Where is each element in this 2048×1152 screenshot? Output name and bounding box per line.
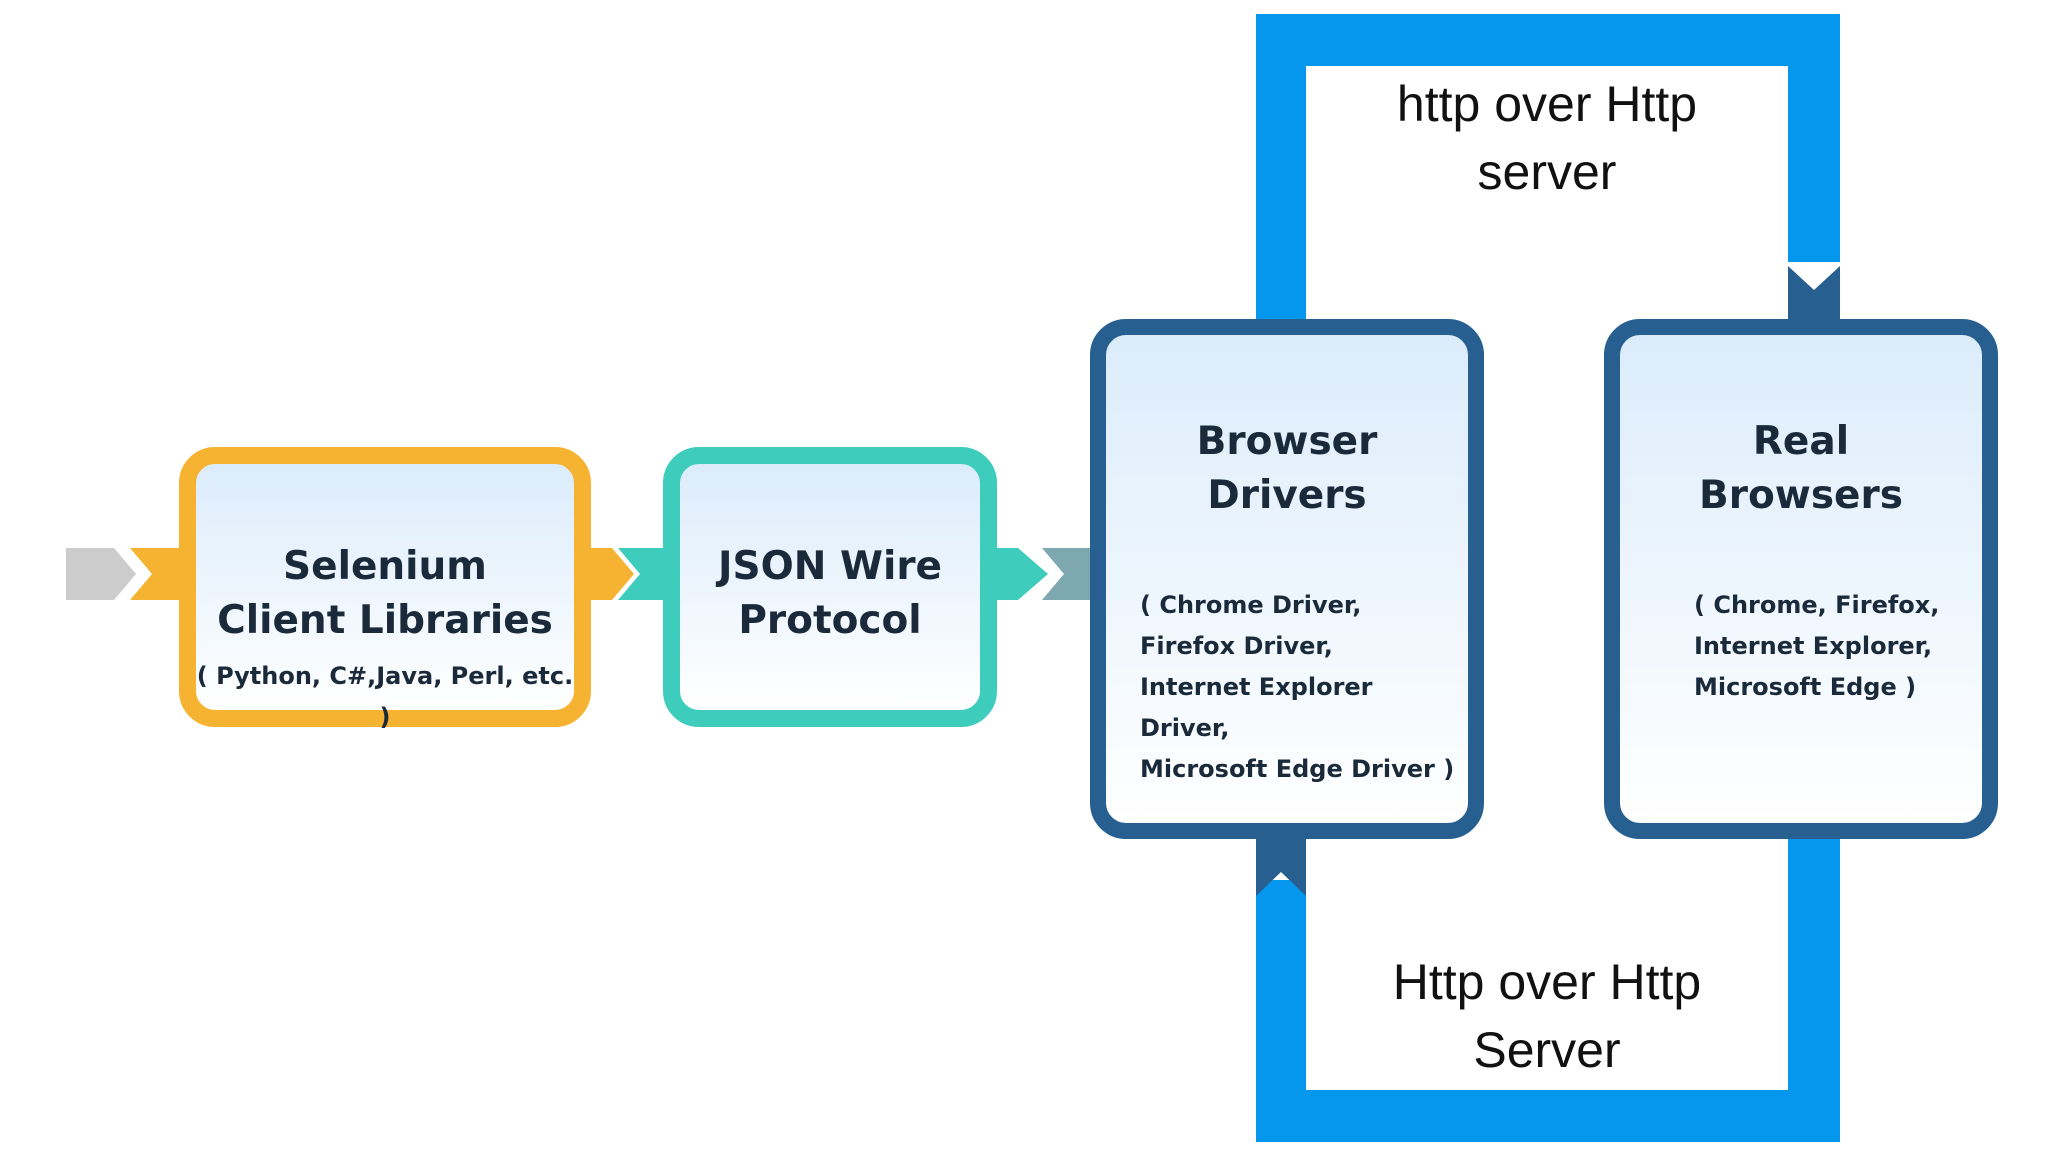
json-title-line-1: JSON Wire [717,544,943,589]
bottom-loop-bottom-bar [1256,1090,1840,1142]
browsers-title-line-1: Real [1752,419,1850,464]
bottom-loop-right-bar [1788,838,1840,1142]
browsers-list-line-1: ( Chrome, Firefox, [1694,591,1940,619]
bottom-loop-arrow-up-icon [1256,836,1306,896]
top-loop-top-bar [1256,14,1840,66]
browser-drivers-box: Browser Drivers ( Chrome Driver, Firefox… [1090,319,1484,839]
json-title: JSON Wire Protocol [680,540,980,648]
lead-in-arrow-icon [66,548,136,600]
json-title-line-2: Protocol [738,598,922,643]
drivers-list-line-1: ( Chrome Driver, [1140,591,1362,619]
json-wire-protocol-box: JSON Wire Protocol [663,447,997,727]
bottom-loop-label: Http over Http Server [1306,948,1788,1084]
bottom-loop-label-line-2: Server [1473,1022,1621,1078]
browsers-title: Real Browsers [1620,415,1982,523]
selenium-title-line-2: Client Libraries [217,598,553,643]
top-loop-label: http over Http server [1306,70,1788,206]
real-browsers-box: Real Browsers ( Chrome, Firefox, Interne… [1604,319,1998,839]
bottom-loop-label-line-1: Http over Http [1392,954,1702,1010]
arrow-selenium-to-json-icon [586,548,666,600]
arrow-into-selenium-icon [130,548,186,600]
drivers-title: Browser Drivers [1106,415,1468,523]
browsers-list: ( Chrome, Firefox, Internet Explorer, Mi… [1694,585,1939,708]
selenium-client-libraries-box: Selenium Client Libraries ( Python, C#,J… [179,447,591,731]
drivers-title-line-1: Browser [1196,419,1378,464]
drivers-list-line-3: Internet Explorer Driver, [1140,673,1373,742]
top-loop-label-line-2: server [1477,144,1617,200]
selenium-title: Selenium Client Libraries [196,540,574,648]
browsers-title-line-2: Browsers [1699,473,1903,518]
drivers-list-line-2: Firefox Driver, [1140,632,1333,660]
arrow-json-to-drivers-icon [992,548,1092,600]
drivers-title-line-2: Drivers [1207,473,1367,518]
browsers-list-line-3: Microsoft Edge ) [1694,673,1917,701]
top-loop-arrow-down-icon [1788,266,1840,322]
drivers-list-line-4: Microsoft Edge Driver ) [1140,755,1455,783]
selenium-subtitle: ( Python, C#,Java, Perl, etc. ) [196,656,574,738]
browsers-list-line-2: Internet Explorer, [1694,632,1933,660]
selenium-title-line-1: Selenium [283,544,487,589]
top-loop-right-bar [1788,14,1840,262]
drivers-list: ( Chrome Driver, Firefox Driver, Interne… [1140,585,1468,790]
selenium-subtitle-line-1: ( Python, C#,Java, Perl, etc. ) [196,662,574,731]
top-loop-label-line-1: http over Http [1396,76,1698,132]
